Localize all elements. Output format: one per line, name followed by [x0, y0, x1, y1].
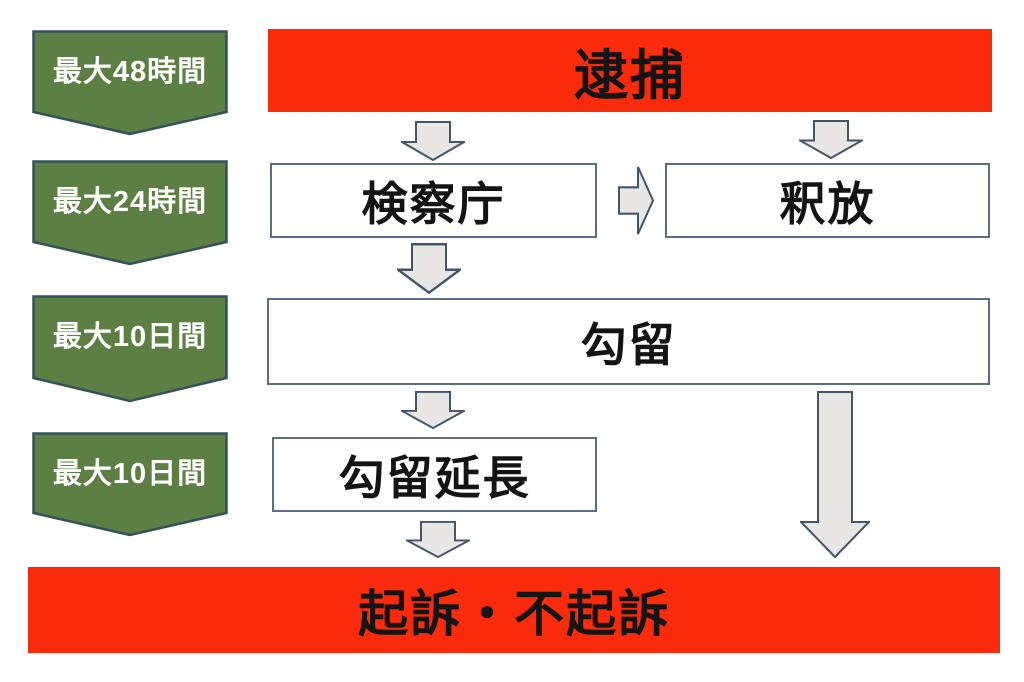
down-arrow-icon	[406, 521, 470, 558]
arrow-extension-to-indictment	[406, 521, 470, 558]
prosecutor-label: 検察庁	[361, 177, 506, 230]
detention-box: 勾留	[267, 298, 990, 385]
release-label: 釈放	[779, 177, 876, 230]
arrow-prosecutor-to-detention	[397, 243, 461, 294]
down-arrow-icon	[397, 243, 461, 294]
chevron-down-shape-icon	[32, 295, 228, 403]
detention-label: 勾留	[580, 318, 677, 371]
right-arrow-icon	[618, 166, 654, 235]
long-down-arrow-icon	[800, 391, 870, 558]
release-box: 釈放	[665, 163, 990, 238]
indictment-banner: 起訴・不起訴	[28, 567, 1000, 653]
duration-chevron-24h: 最大24時間	[32, 160, 228, 266]
duration-chevron-48h: 最大48時間	[32, 30, 228, 136]
arrest-banner: 逮捕	[268, 29, 992, 112]
duration-label-10d-extension: 最大10日間	[52, 458, 208, 490]
down-arrow-icon	[401, 391, 465, 429]
duration-label-48h: 最大48時間	[52, 56, 208, 88]
indictment-label: 起訴・不起訴	[358, 586, 670, 642]
down-arrow-icon	[401, 121, 465, 161]
arrow-arrest-to-prosecutor	[401, 121, 465, 161]
detention-extension-box: 勾留延長	[272, 437, 597, 512]
detention-extension-label: 勾留延長	[338, 451, 531, 504]
arrow-prosecutor-to-release	[618, 166, 654, 235]
chevron-down-shape-icon	[32, 160, 228, 266]
down-arrow-icon	[799, 120, 863, 159]
arrow-detention-to-extension	[401, 391, 465, 429]
chevron-down-shape-icon	[32, 30, 228, 136]
duration-chevron-10d: 最大10日間	[32, 295, 228, 403]
duration-chevron-10d-extension: 最大10日間	[32, 432, 228, 537]
duration-label-10d: 最大10日間	[52, 321, 208, 353]
chevron-down-shape-icon	[32, 432, 228, 537]
arrow-detention-to-indictment	[800, 391, 870, 558]
duration-label-24h: 最大24時間	[52, 186, 208, 218]
arrest-label: 逮捕	[574, 46, 686, 106]
arrow-arrest-to-release	[799, 120, 863, 159]
prosecutor-box: 検察庁	[270, 163, 597, 238]
